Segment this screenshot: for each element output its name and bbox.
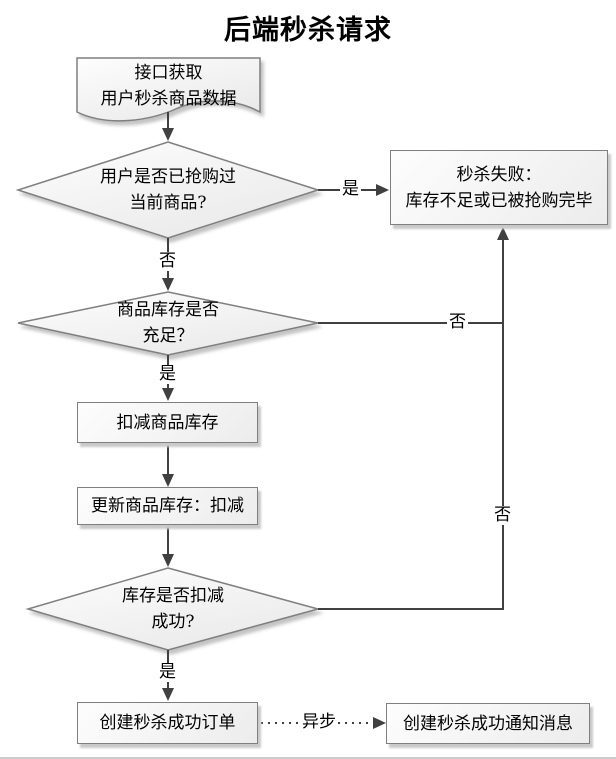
- edge-label-stock-yes: 是: [157, 364, 178, 384]
- node-check-purchased-text: 用户是否已抢购过 当前商品?: [18, 164, 318, 216]
- node-fetch-data-line2: 用户秒杀商品数据: [100, 89, 237, 109]
- node-check-deduct-line1: 库存是否扣减: [122, 586, 224, 606]
- edge-check-deduct-no: [318, 240, 504, 610]
- node-create-order: 创建秒杀成功订单: [77, 702, 258, 744]
- node-create-notice-label: 创建秒杀成功通知消息: [403, 713, 573, 734]
- edge-label-purchased-yes: 是: [340, 179, 361, 199]
- node-check-stock-line2: 充足？: [142, 326, 194, 346]
- node-check-stock-line1: 商品库存是否: [117, 300, 219, 320]
- arrowhead-into-update-stock: [162, 474, 174, 487]
- arrowheads: [162, 128, 509, 729]
- arrowhead-into-fail-left: [376, 184, 389, 196]
- edge-label-deduct-no: 否: [492, 505, 513, 525]
- node-check-purchased-line1: 用户是否已抢购过: [100, 167, 236, 187]
- node-fetch-data-line1: 接口获取: [134, 63, 203, 83]
- node-fetch-data-text: 接口获取 用户秒杀商品数据: [77, 60, 260, 112]
- node-check-deduct-text: 库存是否扣减 成功?: [28, 583, 318, 635]
- page-title: 后端秒杀请求: [224, 15, 392, 46]
- document-shape-fetch-data: [76, 57, 261, 122]
- edge-label-purchased-no: 否: [157, 251, 178, 271]
- edge-label-stock-no: 否: [447, 312, 468, 332]
- node-deduct-stock: 扣减商品库存: [77, 402, 258, 443]
- node-check-stock-text: 商品库存是否 充足？: [18, 297, 318, 349]
- edge-label-deduct-yes: 是: [157, 662, 178, 682]
- node-update-stock: 更新商品库存：扣减: [77, 487, 258, 525]
- arrowhead-into-deduct-stock: [162, 388, 174, 401]
- node-update-stock-label: 更新商品库存：扣减: [91, 496, 244, 516]
- node-check-deduct-line2: 成功?: [151, 612, 195, 632]
- node-deduct-stock-label: 扣减商品库存: [116, 412, 219, 433]
- arrowhead-into-fail-bottom: [497, 227, 509, 240]
- node-seckill-fail: 秒杀失败： 库存不足或已被抢购完毕: [390, 150, 608, 225]
- arrowhead-into-check-purchased: [162, 128, 174, 141]
- arrowhead-into-check-stock: [162, 278, 174, 291]
- edge-label-async: 异步: [300, 712, 338, 732]
- node-create-notice: 创建秒杀成功通知消息: [386, 703, 590, 744]
- node-check-purchased-line2: 当前商品?: [129, 193, 207, 213]
- node-create-order-label: 创建秒杀成功订单: [99, 713, 236, 733]
- arrowhead-into-check-deduct: [162, 554, 174, 567]
- node-seckill-fail-line1: 秒杀失败：: [456, 164, 542, 185]
- node-seckill-fail-line2: 库存不足或已被抢购完毕: [405, 190, 593, 211]
- arrowhead-into-create-order: [162, 688, 174, 701]
- arrowhead-into-create-notice: [373, 717, 386, 729]
